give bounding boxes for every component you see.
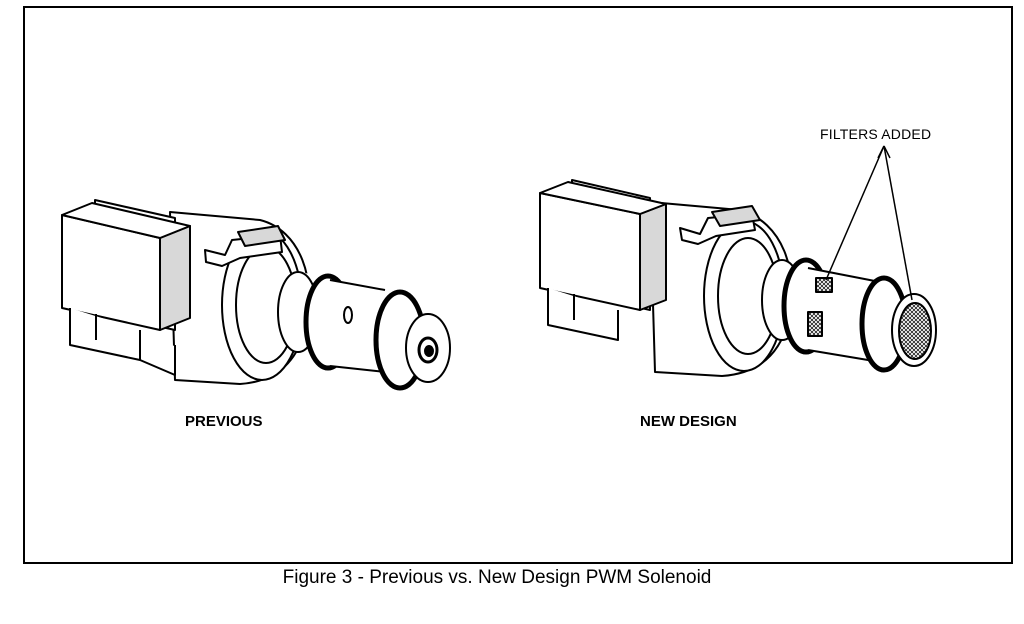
label-new-design: NEW DESIGN [640,413,737,430]
label-previous: PREVIOUS [185,413,263,430]
figure-frame [23,6,1013,564]
figure-caption: Figure 3 - Previous vs. New Design PWM S… [282,567,712,588]
previous-solenoid [61,199,451,391]
label-filters-added: FILTERS ADDED [820,126,932,142]
new-design-solenoid [539,145,937,377]
